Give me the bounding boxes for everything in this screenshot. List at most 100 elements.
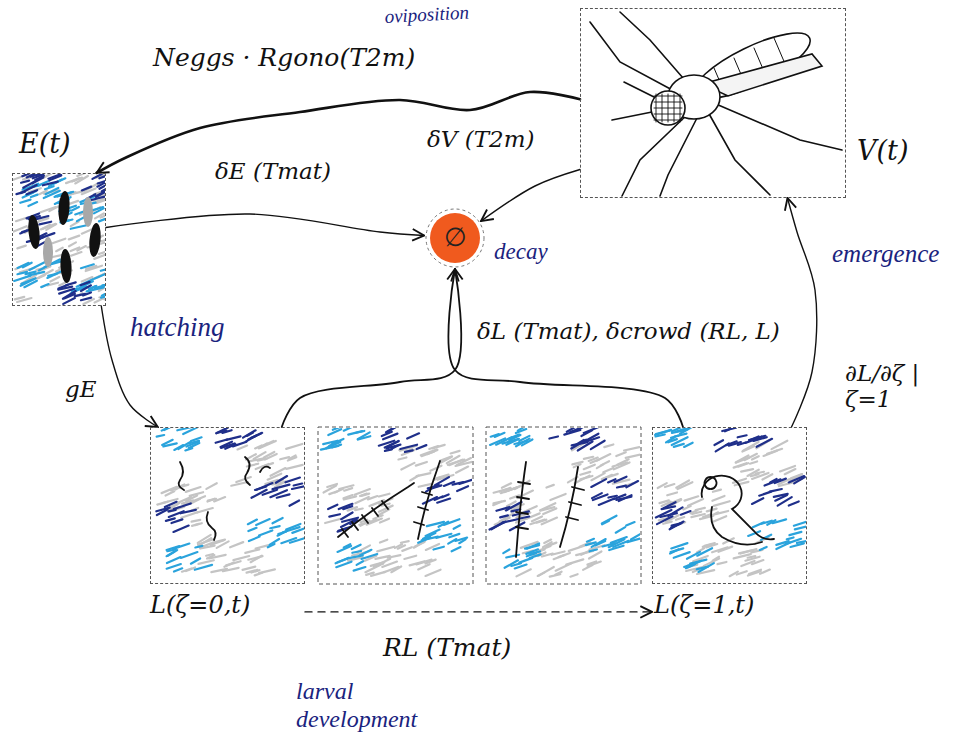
scribble-stroke (233, 556, 249, 560)
scribble-stroke (795, 526, 806, 529)
scribble-stroke (748, 571, 761, 575)
scribble-stroke (66, 282, 76, 285)
scribble-patch (16, 174, 61, 194)
scribble-stroke (525, 545, 539, 548)
scribble-stroke (660, 513, 677, 517)
scribble-stroke (361, 554, 377, 559)
scribble-stroke (742, 446, 754, 451)
scribble-stroke (602, 521, 609, 525)
scribble-stroke (292, 529, 303, 533)
scribble-stroke (377, 547, 394, 552)
scribble-patch (490, 428, 532, 446)
scribble-stroke (683, 506, 690, 509)
scribble-stroke (616, 527, 625, 533)
scribble-stroke (278, 531, 286, 534)
scribble-stroke (280, 457, 289, 459)
stage-label: oviposition (384, 2, 469, 28)
scribble-stroke (671, 548, 684, 552)
scribble-stroke (248, 556, 262, 560)
scribble-stroke (392, 446, 398, 449)
scribble-stroke (375, 556, 389, 559)
scribble-stroke (181, 552, 198, 558)
scribble-stroke (206, 483, 216, 489)
larva (566, 487, 584, 520)
scribble-stroke (186, 441, 198, 446)
scribble-stroke (433, 547, 443, 550)
scribble-stroke (631, 534, 640, 539)
scribble-stroke (102, 288, 105, 295)
scribble-stroke (416, 462, 427, 466)
scribble-stroke (495, 433, 505, 437)
scribble-stroke (327, 484, 337, 487)
scribble-stroke (674, 552, 690, 558)
scribble-stroke (772, 441, 788, 449)
scribble-patch (348, 540, 440, 576)
scribble-stroke (552, 551, 565, 554)
scribble-stroke (454, 525, 461, 528)
scribble-stroke (410, 476, 418, 481)
scribble-stroke (503, 549, 509, 553)
scribble-stroke (379, 441, 395, 446)
scribble-stroke (248, 528, 256, 531)
scribble-stroke (94, 208, 104, 213)
scribble-stroke (329, 491, 337, 494)
stage-label: hatching (130, 312, 225, 343)
larva (338, 483, 414, 537)
scribble-stroke (791, 543, 804, 547)
scribble-stroke (493, 502, 501, 506)
scribble-stroke (789, 501, 799, 505)
scribble-stroke (655, 430, 671, 435)
scribble-stroke (587, 561, 596, 564)
scribble-stroke (794, 520, 806, 525)
scribble-stroke (681, 511, 691, 515)
scribble-stroke (688, 499, 703, 506)
scribble-stroke (285, 478, 299, 483)
scribble-stroke (211, 569, 227, 572)
scribble-stroke (672, 430, 687, 433)
scribble-patch (398, 445, 472, 487)
scribble-stroke (383, 434, 397, 440)
scribble-stroke (590, 549, 597, 551)
scribble-stroke (674, 444, 684, 447)
scribble-stroke (387, 428, 399, 432)
scribble-stroke (734, 463, 747, 467)
larva-illustration (156, 428, 304, 575)
scribble-stroke (770, 489, 782, 492)
scribble-stroke (156, 508, 169, 512)
scribble-stroke (737, 571, 747, 574)
decay-circle: ∅decay (430, 213, 480, 263)
scribble-stroke (549, 436, 558, 438)
scribble-stroke (584, 457, 593, 459)
scribble-stroke (281, 538, 296, 543)
larva-box: L(ζ=0,t) (150, 427, 305, 642)
scribble-stroke (191, 558, 200, 563)
scribble-patch (13, 174, 105, 304)
illustration (13, 12, 842, 584)
scribble-stroke (188, 441, 199, 444)
larva-illustration (490, 428, 640, 577)
scribble-stroke (246, 436, 257, 442)
scribble-stroke (174, 503, 191, 509)
scribble-stroke (626, 454, 640, 457)
egg-box: E(t) (12, 173, 106, 306)
connectors (97, 92, 817, 612)
scribble-stroke (459, 480, 472, 484)
scribble-stroke (224, 562, 234, 566)
scribble-stroke (179, 497, 191, 503)
scribble-stroke (256, 519, 270, 525)
scribble-stroke (527, 553, 536, 556)
scribble-stroke (593, 494, 608, 500)
eye-hatch (674, 94, 675, 122)
scribble-stroke (333, 428, 340, 430)
scribble-stroke (69, 236, 80, 240)
scribble-patch (321, 428, 370, 450)
node-title: V(t) (857, 135, 908, 166)
scribble-stroke (231, 482, 247, 486)
scribble-stroke (258, 459, 267, 461)
mosquito-leg (612, 112, 652, 120)
scribble-stroke (366, 573, 374, 575)
scribble-stroke (38, 275, 45, 278)
